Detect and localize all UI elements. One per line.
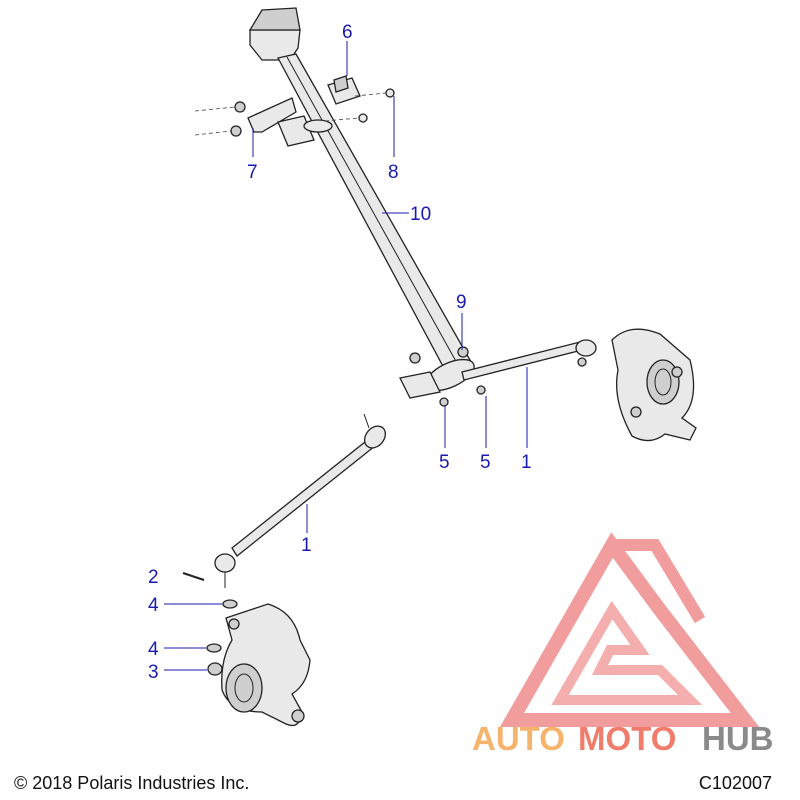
clamp-upper bbox=[327, 75, 361, 105]
callout-5b: 5 bbox=[480, 452, 491, 473]
copyright-notice: © 2018 Polaris Industries Inc. bbox=[14, 773, 250, 793]
callout-9: 9 bbox=[456, 292, 467, 313]
callout-1b: 1 bbox=[301, 535, 312, 556]
washer-lower bbox=[206, 643, 222, 653]
callout-2: 2 bbox=[148, 567, 159, 588]
callout-4a: 4 bbox=[148, 595, 159, 616]
watermark-moto: MOTO bbox=[578, 720, 676, 757]
steering-lower-assembly bbox=[399, 346, 486, 407]
clamp-bracket bbox=[247, 97, 333, 147]
washer-upper bbox=[222, 599, 238, 609]
callout-8: 8 bbox=[388, 162, 399, 183]
diagram-code: C102007 bbox=[698, 773, 772, 793]
clamp-fasteners bbox=[194, 88, 395, 137]
spindle-right bbox=[611, 328, 697, 442]
callout-1a: 1 bbox=[521, 452, 532, 473]
callout-6: 6 bbox=[342, 22, 353, 43]
tie-rod-right bbox=[461, 339, 597, 381]
watermark-logo bbox=[499, 532, 760, 727]
watermark-hub: HUB bbox=[702, 720, 774, 757]
tie-rod-left bbox=[214, 413, 386, 588]
watermark-auto: AUTO bbox=[472, 720, 565, 757]
callout-5a: 5 bbox=[439, 452, 450, 473]
spindle-left bbox=[221, 603, 311, 727]
callout-7: 7 bbox=[247, 162, 258, 183]
cotter-pin bbox=[182, 572, 205, 581]
nut bbox=[207, 662, 223, 676]
callout-4b: 4 bbox=[148, 639, 159, 660]
callout-10: 10 bbox=[410, 204, 431, 225]
callout-3: 3 bbox=[148, 662, 159, 683]
steering-column bbox=[248, 7, 475, 392]
